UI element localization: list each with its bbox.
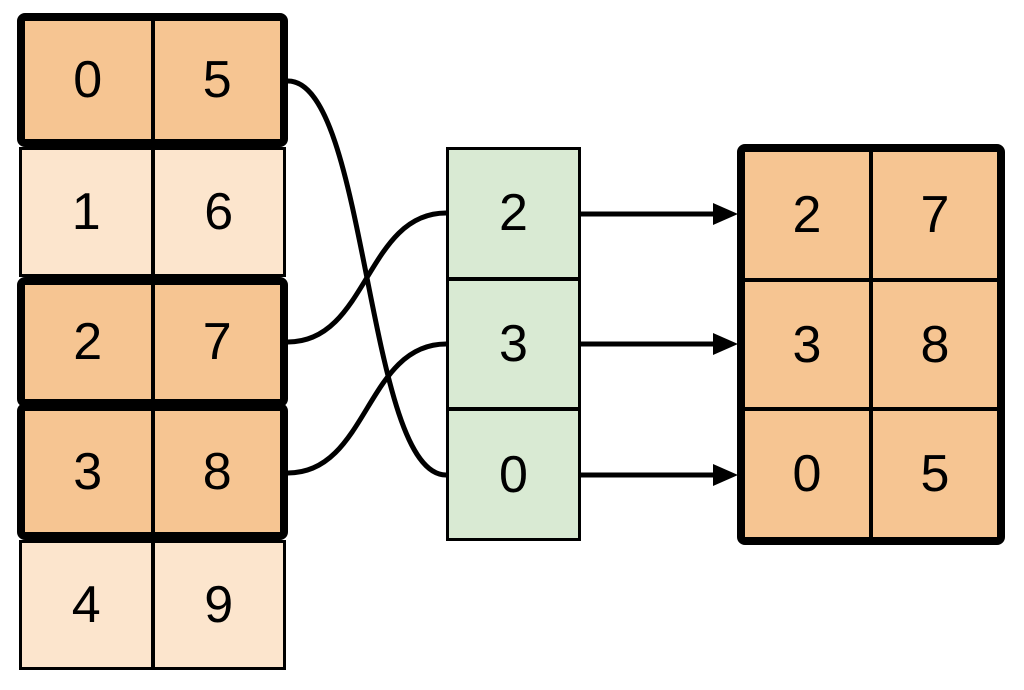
index-cell-value: 0	[499, 445, 528, 504]
output-row-1: 3 8	[745, 277, 997, 408]
curve-source-row0-to-index0	[285, 78, 449, 478]
source-cell-1-0: 1	[22, 150, 151, 274]
output-cell-0-1: 7	[869, 152, 997, 278]
output-cell-2-0: 0	[745, 411, 869, 537]
source-cell-value: 2	[73, 313, 103, 371]
source-cell-value: 3	[73, 442, 103, 501]
source-cell-value: 6	[204, 183, 234, 241]
source-cell-value: 7	[202, 313, 232, 371]
output-cell-1-0: 3	[745, 282, 869, 408]
source-cell-value: 8	[202, 442, 232, 501]
index-cell-1: 3	[449, 276, 578, 408]
output-cell-value: 7	[920, 185, 950, 244]
source-cell-1-1: 6	[150, 150, 284, 274]
source-cell-2-1: 7	[150, 285, 281, 399]
index-column: 2 3 0	[446, 147, 581, 541]
output-table: 2 7 3 8 0 5	[737, 144, 1005, 545]
source-cell-value: 9	[204, 576, 234, 634]
source-row-0: 0 5	[17, 13, 288, 147]
arrowhead-icon	[713, 464, 738, 486]
output-cell-value: 8	[920, 315, 950, 374]
arrowhead-icon	[713, 333, 738, 355]
index-cell-0: 2	[449, 150, 578, 277]
source-cell-0-0: 0	[25, 21, 151, 139]
arrowhead-icon	[713, 203, 738, 225]
source-row-4: 4 9	[19, 540, 286, 670]
source-cell-0-1: 5	[150, 21, 281, 139]
curve-source-row3-to-index3	[285, 341, 449, 476]
curve-source-row2-to-index2	[285, 210, 449, 345]
source-row-1: 1 6	[19, 147, 286, 277]
output-cell-0-0: 2	[745, 152, 869, 278]
output-cell-value: 0	[792, 445, 822, 504]
source-row-2: 2 7	[17, 277, 288, 407]
source-cell-2-0: 2	[25, 285, 151, 399]
index-cell-value: 2	[499, 184, 528, 243]
output-cell-value: 3	[792, 315, 822, 374]
source-cell-value: 4	[71, 576, 101, 634]
output-cell-2-1: 5	[869, 411, 997, 538]
source-row-3: 3 8	[17, 403, 288, 540]
source-cell-value: 1	[71, 183, 101, 241]
source-cell-4-0: 4	[22, 543, 151, 667]
index-cell-2: 0	[449, 407, 578, 538]
source-cell-3-1: 8	[150, 411, 281, 532]
output-cell-value: 5	[920, 445, 950, 504]
index-cell-value: 3	[499, 315, 528, 373]
source-cell-4-1: 9	[150, 543, 284, 667]
output-row-2: 0 5	[745, 407, 997, 538]
output-row-0: 2 7	[745, 152, 997, 278]
output-cell-1-1: 8	[869, 281, 997, 408]
source-cell-value: 0	[73, 51, 103, 109]
source-cell-3-0: 3	[25, 411, 151, 532]
source-cell-value: 5	[202, 51, 232, 109]
output-cell-value: 2	[792, 185, 822, 244]
